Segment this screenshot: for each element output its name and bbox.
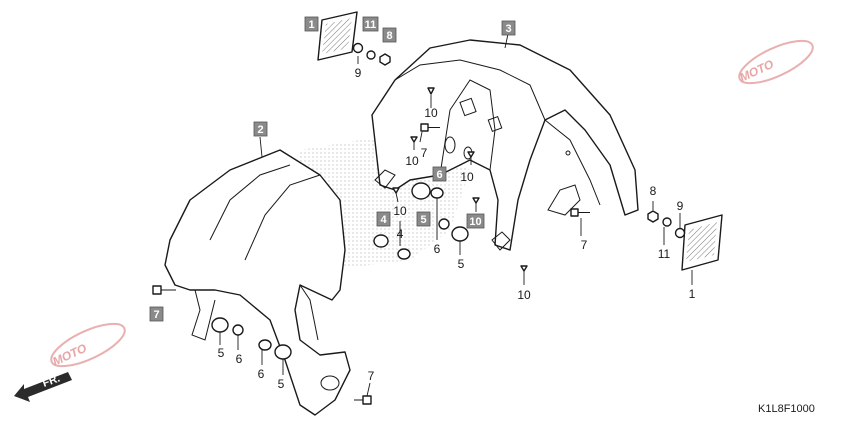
bolt-7-bottom — [354, 395, 372, 405]
svg-text:9: 9 — [355, 66, 362, 80]
bolt-7-left — [152, 285, 176, 295]
reflector-part-1-right — [681, 214, 723, 271]
callout-1-boxed: 1 — [304, 16, 319, 32]
svg-text:10: 10 — [405, 154, 419, 168]
svg-text:10: 10 — [424, 106, 438, 120]
svg-text:10: 10 — [469, 216, 481, 228]
svg-text:10: 10 — [460, 170, 474, 184]
svg-text:6: 6 — [434, 242, 441, 256]
svg-text:10: 10 — [517, 288, 531, 302]
svg-text:6: 6 — [436, 169, 442, 181]
svg-text:1: 1 — [689, 287, 696, 301]
svg-text:7: 7 — [581, 238, 588, 252]
svg-text:2: 2 — [257, 124, 263, 136]
svg-text:11: 11 — [658, 247, 671, 261]
diagram-code: K1L8F1000 — [758, 403, 815, 415]
callout-11-boxed: 11 — [362, 16, 379, 32]
front-direction-arrow: FR. — [14, 372, 72, 402]
callout-labels-plain: 9 10 7 10 10 10 4 6 5 10 8 9 11 7 1 5 6 … — [218, 66, 696, 391]
svg-text:10: 10 — [393, 204, 407, 218]
callout-3-boxed: 3 — [501, 20, 516, 36]
watermark-logo-top: MOTO — [737, 39, 814, 85]
callout-10-boxed: 10 — [466, 213, 485, 229]
front-fender-part-2 — [164, 149, 351, 416]
svg-text:3: 3 — [505, 23, 511, 35]
svg-text:5: 5 — [278, 377, 285, 391]
callout-8-boxed: 8 — [382, 27, 397, 43]
svg-text:7: 7 — [421, 146, 428, 160]
watermark-logo-bottom: MOTO — [50, 322, 126, 369]
svg-text:7: 7 — [153, 309, 159, 321]
svg-text:8: 8 — [386, 30, 392, 42]
callout-2-boxed: 2 — [253, 121, 268, 137]
svg-text:5: 5 — [420, 214, 426, 226]
bolt-7-right — [570, 208, 590, 217]
svg-text:5: 5 — [218, 346, 225, 360]
svg-text:1: 1 — [308, 19, 314, 31]
svg-text:4: 4 — [380, 214, 387, 226]
svg-text:9: 9 — [677, 199, 684, 213]
callout-6-boxed: 6 — [432, 166, 447, 182]
svg-text:MOTO: MOTO — [737, 57, 776, 85]
svg-text:FR.: FR. — [41, 372, 62, 389]
leader-lines — [219, 33, 693, 397]
reflector-part-1-top — [317, 11, 358, 61]
svg-text:6: 6 — [258, 367, 265, 381]
hardware — [152, 42, 686, 405]
svg-text:4: 4 — [397, 227, 404, 241]
bolt-7-mid — [420, 123, 440, 132]
svg-text:7: 7 — [368, 369, 375, 383]
svg-text:8: 8 — [650, 184, 657, 198]
svg-text:6: 6 — [236, 352, 243, 366]
callout-5-boxed: 5 — [416, 211, 431, 227]
svg-text:5: 5 — [458, 257, 465, 271]
svg-text:11: 11 — [365, 19, 377, 31]
callout-4-boxed: 4 — [376, 211, 391, 227]
callout-7-boxed: 7 — [149, 306, 164, 322]
rear-fender-part-3 — [371, 39, 639, 251]
